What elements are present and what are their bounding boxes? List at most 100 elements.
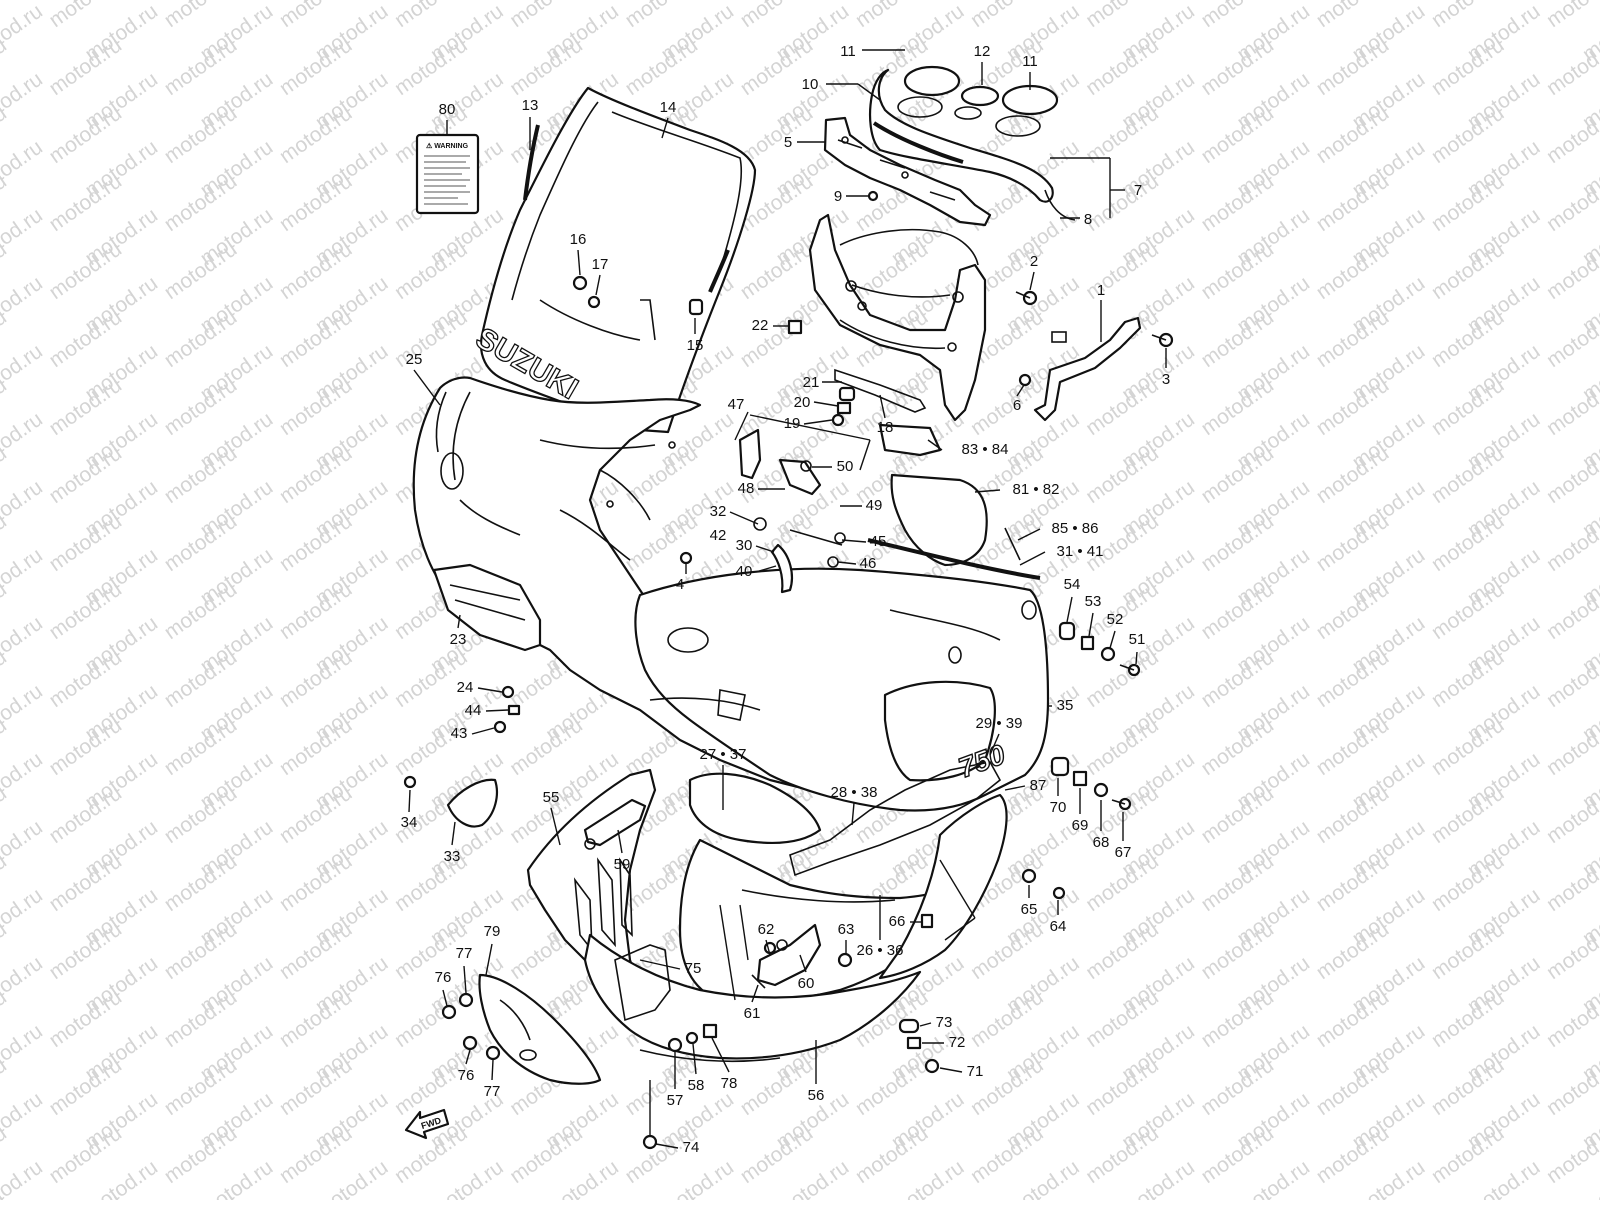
part-callout: 85 • 86 bbox=[1052, 520, 1099, 537]
part-callout: 47 bbox=[728, 396, 745, 413]
part-callout: 61 bbox=[744, 1005, 761, 1022]
part-callout: 52 bbox=[1107, 611, 1124, 628]
part-callout: 55 bbox=[543, 789, 560, 806]
part-callout: 5 bbox=[784, 134, 792, 151]
grommet-icon bbox=[898, 1018, 920, 1034]
part-callout: 80 bbox=[439, 101, 456, 118]
grommet-icon bbox=[920, 913, 934, 929]
watermark-text: motod.ru bbox=[0, 1088, 47, 1154]
hardware bbox=[403, 190, 1174, 1150]
nut-icon bbox=[702, 1023, 718, 1039]
watermark-text: motod.ru bbox=[506, 1190, 587, 1200]
part-callout: 26 • 36 bbox=[857, 942, 904, 959]
watermark-text: motod.ru bbox=[0, 1020, 47, 1086]
part-callout: 15 bbox=[687, 337, 704, 354]
part-callout: 70 bbox=[1050, 799, 1067, 816]
bolt-icon bbox=[831, 413, 845, 427]
part-callout: 76 bbox=[458, 1067, 475, 1084]
part-callout: 25 bbox=[406, 351, 423, 368]
upper-cowl bbox=[412, 376, 882, 792]
bolt-icon bbox=[493, 720, 507, 734]
part-callout: 12 bbox=[974, 43, 991, 60]
part-callout: 13 bbox=[522, 97, 539, 114]
side-cap bbox=[446, 778, 499, 828]
grommet-icon bbox=[688, 298, 704, 316]
part-callout: 71 bbox=[967, 1063, 984, 1080]
part-callout: 62 bbox=[758, 921, 775, 938]
washer-icon bbox=[1100, 646, 1116, 662]
watermark-text: motod.ru bbox=[0, 408, 47, 474]
part-callout: 18 bbox=[877, 419, 894, 436]
bolt-icon bbox=[642, 1134, 658, 1150]
washer-icon bbox=[485, 1045, 501, 1061]
watermark-text: motod.ru bbox=[1197, 1190, 1278, 1200]
part-callout: 65 bbox=[1021, 901, 1038, 918]
under-cowl bbox=[583, 933, 922, 1063]
bolt-icon bbox=[667, 1037, 683, 1053]
part-callout: 3 bbox=[1162, 371, 1170, 388]
watermark-text: motod.ru bbox=[0, 612, 47, 678]
grommet-icon bbox=[587, 295, 601, 309]
part-callout: 6 bbox=[1013, 397, 1021, 414]
part-callout: 31 • 41 bbox=[1057, 543, 1104, 560]
watermark-text: motod.ru bbox=[621, 1190, 702, 1200]
grommet-icon bbox=[1058, 621, 1076, 641]
part-callout: 73 bbox=[936, 1014, 953, 1031]
part-callout: 30 bbox=[736, 537, 753, 554]
part-callout: 56 bbox=[808, 1087, 825, 1104]
part-callout: 59 bbox=[614, 856, 631, 873]
part-callout: 19 bbox=[784, 415, 801, 432]
part-callout: 43 bbox=[451, 725, 468, 742]
part-callout: 69 bbox=[1072, 817, 1089, 834]
cowling-brace bbox=[1033, 316, 1142, 422]
bolt-icon bbox=[1018, 373, 1032, 387]
part-callout: 8 bbox=[1084, 211, 1092, 228]
part-callout: 79 bbox=[484, 923, 501, 940]
watermark-text: motod.ru bbox=[851, 1190, 932, 1200]
part-callout: 2 bbox=[1030, 253, 1038, 270]
watermark-text: motod.ru bbox=[0, 1156, 47, 1200]
part-callout: 45 bbox=[870, 533, 887, 550]
watermark-text: motod.ru bbox=[0, 952, 47, 1018]
washer-icon bbox=[1093, 782, 1109, 798]
watermark-text: motod.ru bbox=[45, 1190, 126, 1200]
watermark-text: motod.ru bbox=[0, 816, 47, 882]
watermark-text: motod.ru bbox=[0, 340, 47, 406]
part-callout: 35 bbox=[1057, 697, 1074, 714]
part-callout: 50 bbox=[837, 458, 854, 475]
bolt-icon bbox=[1111, 797, 1132, 811]
part-callout: 7 bbox=[1134, 182, 1142, 199]
part-callout: 77 bbox=[484, 1083, 501, 1100]
part-callout: 64 bbox=[1050, 918, 1067, 935]
part-callout: 20 bbox=[794, 394, 811, 411]
drawing-layer: ⚠ WARNING SUZUKI bbox=[401, 43, 1174, 1156]
bolt-icon bbox=[837, 952, 853, 968]
watermark-text: motod.ru bbox=[275, 1190, 356, 1200]
part-callout: 49 bbox=[866, 497, 883, 514]
nut-icon bbox=[787, 319, 803, 335]
meter-bracket bbox=[823, 116, 992, 227]
warning-label-heading: ⚠ WARNING bbox=[426, 142, 469, 150]
part-callout: 24 bbox=[457, 679, 474, 696]
part-callout: 78 bbox=[721, 1075, 738, 1092]
grommet-icon bbox=[1072, 770, 1088, 787]
washer-icon bbox=[458, 992, 474, 1008]
part-callout: 83 • 84 bbox=[962, 441, 1009, 458]
part-callout: 21 bbox=[803, 374, 820, 391]
bolt-icon bbox=[1151, 332, 1174, 348]
part-callout: 33 bbox=[444, 848, 461, 865]
part-callout: 48 bbox=[738, 480, 755, 497]
part-callout: 87 bbox=[1030, 777, 1047, 794]
bolt-icon bbox=[1015, 290, 1038, 306]
part-callout: 11 bbox=[840, 43, 856, 60]
part-callout: 76 bbox=[435, 969, 452, 986]
watermark-text: motod.ru bbox=[736, 1190, 817, 1200]
bolt-icon bbox=[1119, 663, 1141, 677]
part-callout: 23 bbox=[450, 631, 467, 648]
part-callout: 77 bbox=[456, 945, 473, 962]
lower-bracket bbox=[751, 923, 822, 989]
part-callout: 63 bbox=[838, 921, 855, 938]
part-callout: 68 bbox=[1093, 834, 1110, 851]
